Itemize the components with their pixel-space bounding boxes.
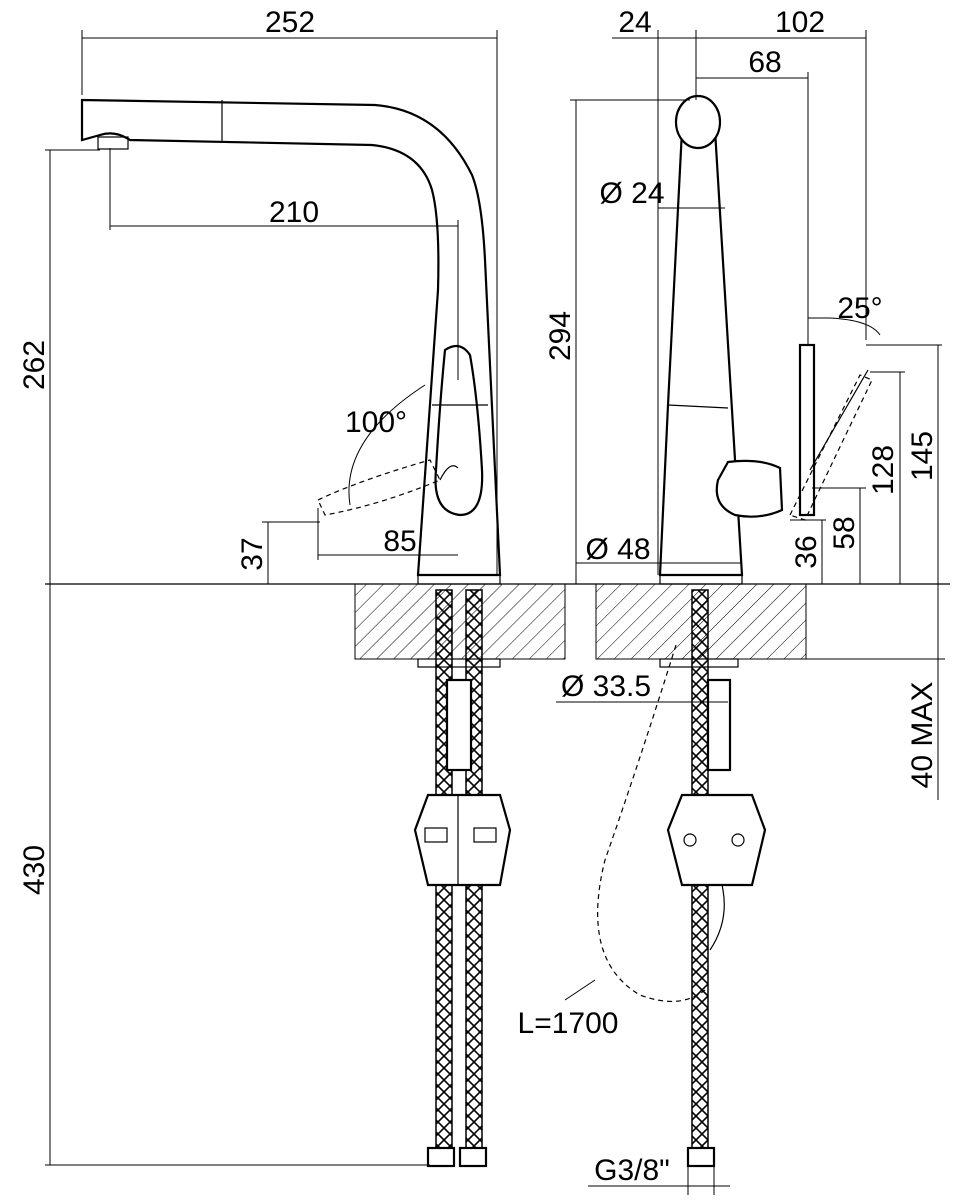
lever-rotated-outline [317,459,441,516]
label-25deg: 25° [837,292,882,325]
label-252: 252 [265,6,315,39]
side-lever-tip [809,369,869,471]
side-fitting [686,1146,716,1168]
angle-arc [348,384,426,506]
label-g38: G3/8" [594,1154,670,1187]
pullout-hose-path [597,644,706,1003]
side-weight [666,793,767,887]
label-40max: 40 MAX [906,682,939,789]
label-145: 145 [906,431,939,481]
spout-body [80,98,502,577]
label-128: 128 [867,445,900,495]
fitting-left [426,1146,456,1168]
label-l1700: L=1700 [518,1007,619,1040]
lever-curve [439,465,459,481]
label-d48: Ø 48 [585,533,650,566]
counter-section-left [354,583,566,660]
weight-slot-left [424,827,448,843]
label-430: 430 [18,845,51,895]
front-base [417,574,501,585]
weight-bolt-right [731,833,745,847]
dimension-lines [45,30,945,1195]
lever-handle [434,344,484,517]
aerator [97,136,129,150]
label-37: 37 [236,537,269,570]
label-100deg: 100° [345,406,407,439]
label-68: 68 [748,46,781,79]
label-85: 85 [383,525,416,558]
label-262: 262 [18,340,51,390]
label-58: 58 [828,516,861,549]
dimension-labels: 252 210 262 100° 37 85 430 24 102 68 Ø 2… [18,6,939,1187]
fitting-right [458,1146,488,1168]
side-lever-hub [715,459,784,518]
arc-25 [829,317,881,336]
weight-bolt-left [683,833,697,847]
front-valve [445,678,473,772]
side-valve [706,678,732,772]
front-view [45,98,950,1168]
side-spout-head [674,94,722,150]
label-294: 294 [544,311,577,361]
label-d335: Ø 33.5 [561,670,651,703]
leader-1700 [564,979,596,1001]
pullout-hose-end [709,884,725,951]
front-weight [413,793,512,887]
side-body-joint [667,404,729,409]
label-d24: Ø 24 [599,177,664,210]
label-210: 210 [269,196,319,229]
label-102: 102 [775,6,825,39]
side-view [597,94,873,1168]
label-36: 36 [790,535,823,568]
weight-slot-right [473,827,497,843]
side-base [659,574,743,585]
label-24: 24 [618,6,651,39]
front-nut-plate [417,658,501,668]
